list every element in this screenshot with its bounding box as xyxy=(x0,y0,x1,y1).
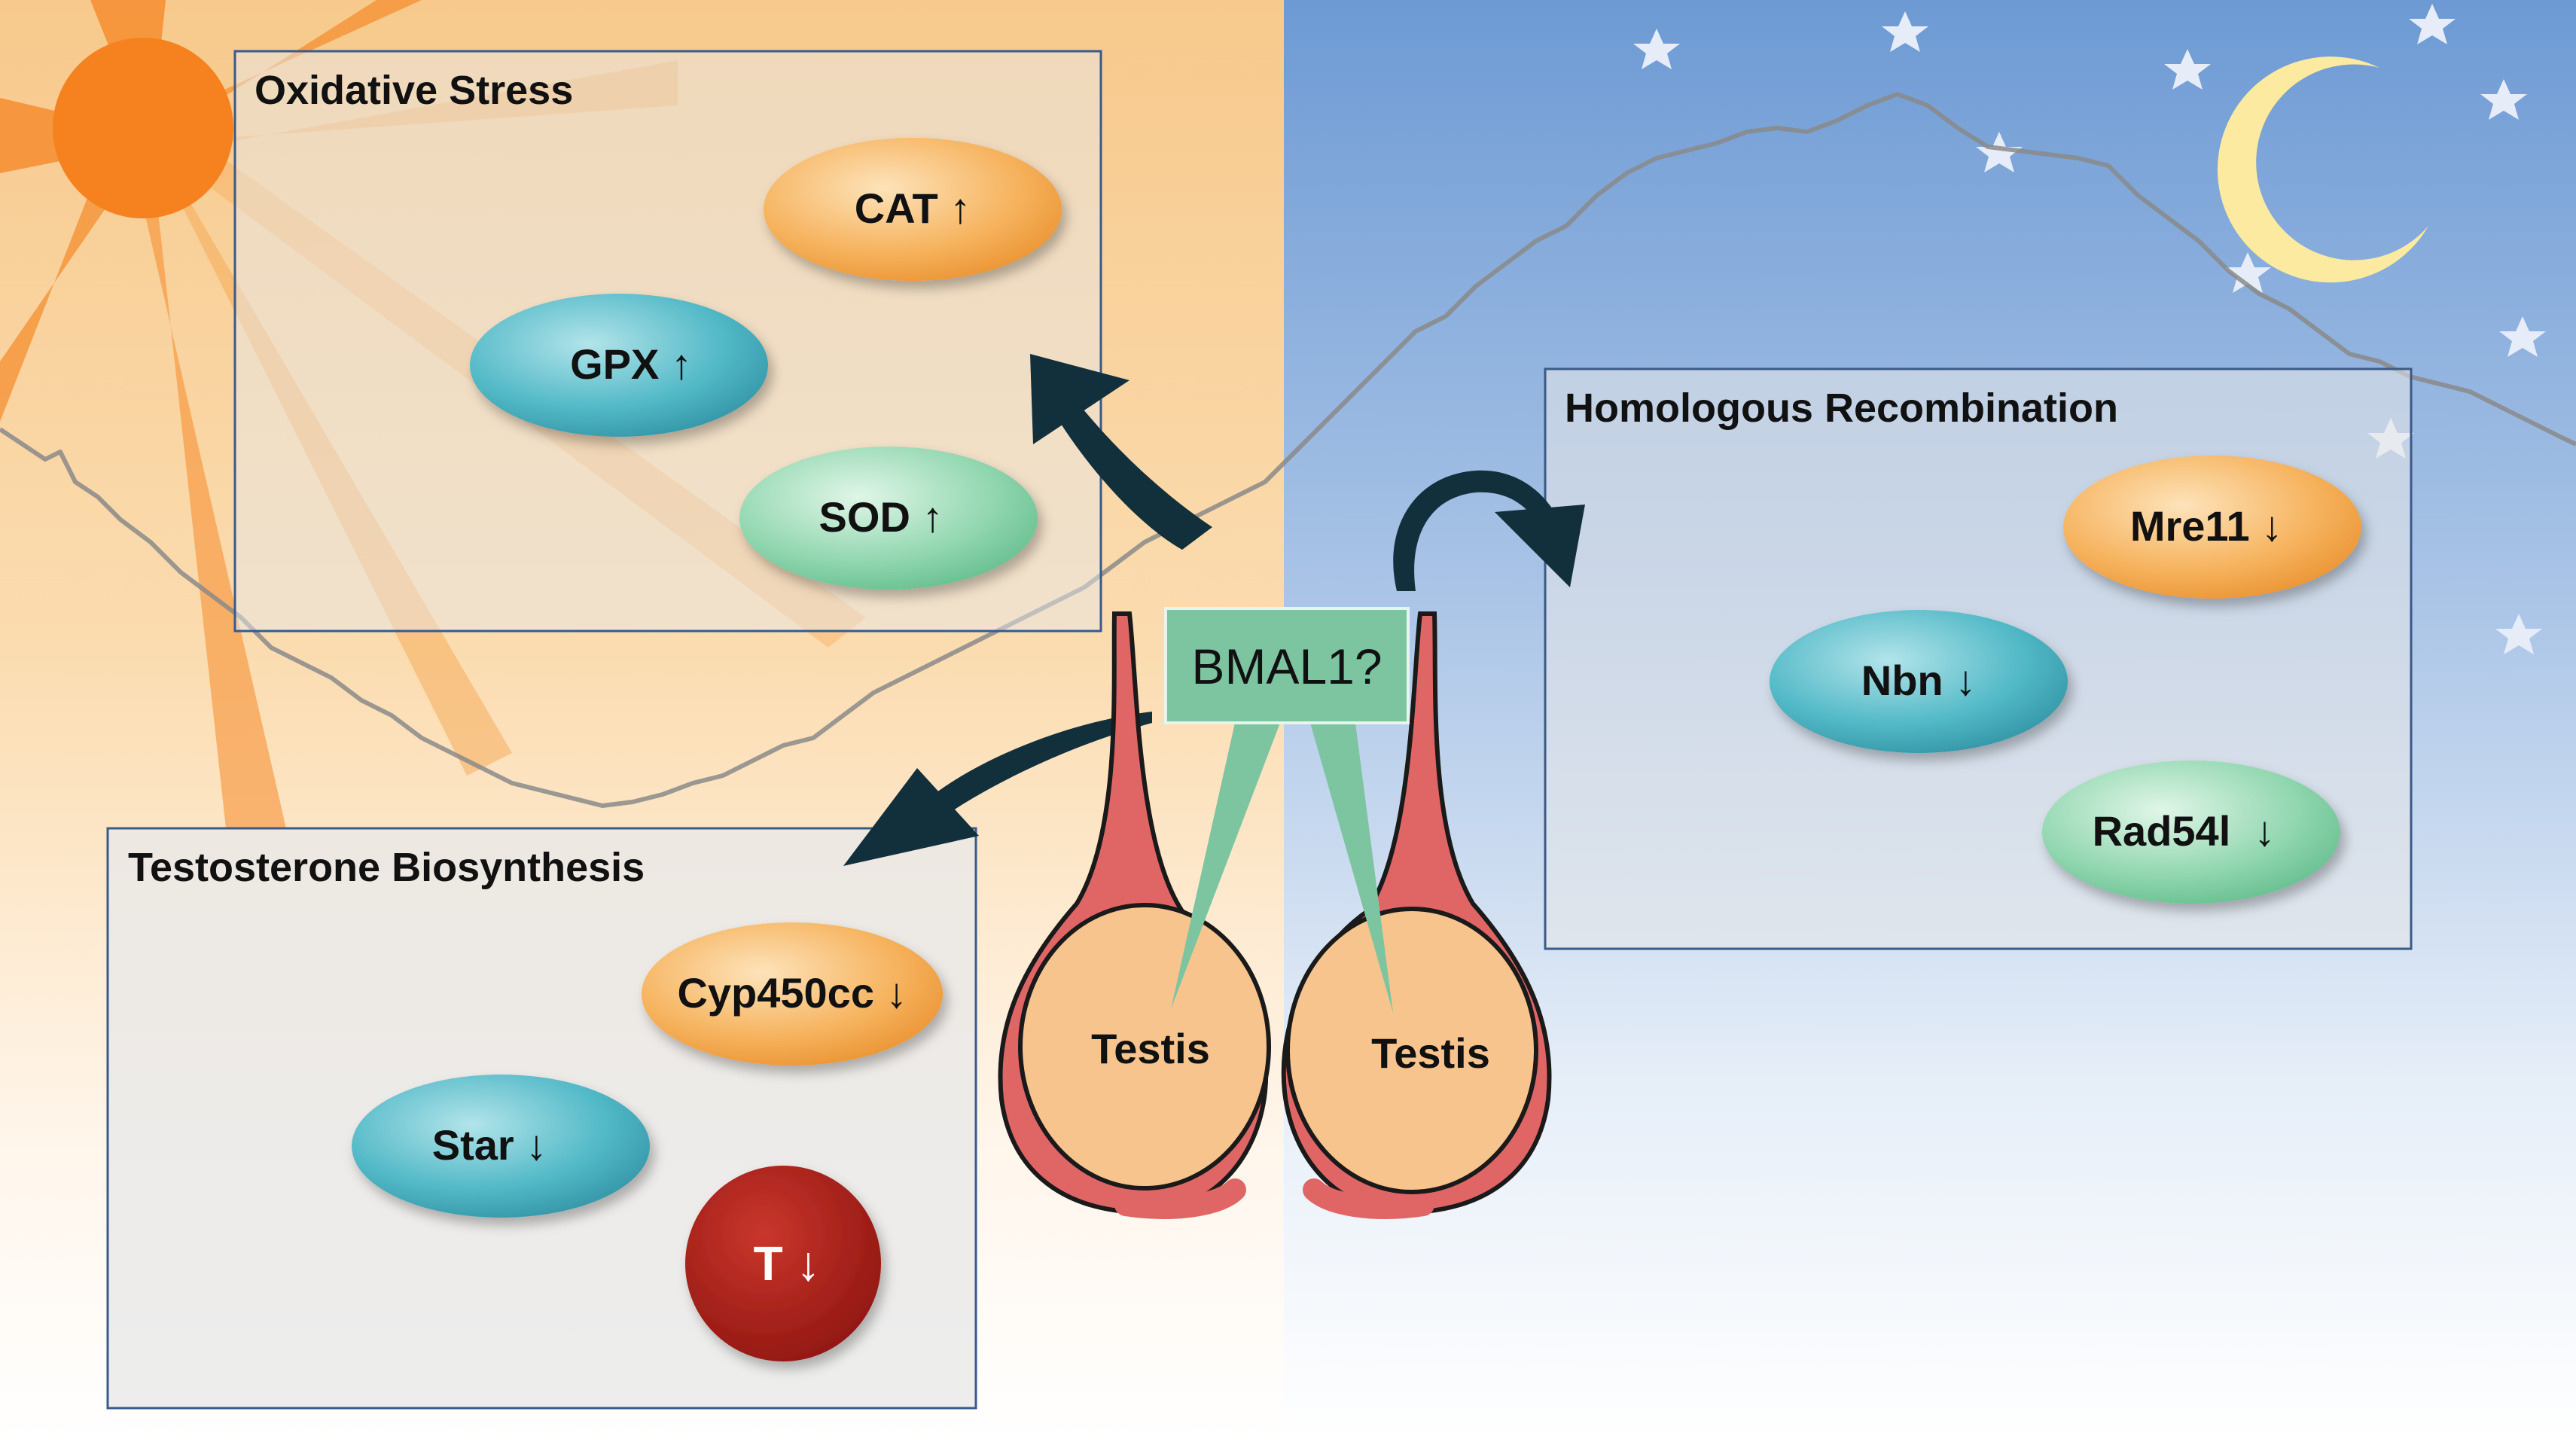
moon-icon xyxy=(2217,56,2428,283)
star-icon xyxy=(2224,252,2271,293)
star-icon xyxy=(2499,316,2546,357)
star-icon xyxy=(2164,49,2211,90)
star-icon xyxy=(1633,29,1680,69)
rad54l-ellipse xyxy=(2042,761,2340,904)
mre11-label: Mre11 ↓ xyxy=(2130,502,2282,550)
rad54l-label: Rad54l ↓ xyxy=(2093,807,2276,855)
testis-right: Testis xyxy=(1281,611,1552,1219)
star-icon xyxy=(2495,614,2542,654)
star-ellipse xyxy=(352,1075,650,1218)
bmal1-callout: BMAL1? xyxy=(1164,607,1410,1013)
nbn-ellipse xyxy=(1770,610,2068,753)
panel-title-testosterone-biosynthesis: Testosterone Biosynthesis xyxy=(128,845,645,890)
circadian-rhythm-line xyxy=(0,92,2576,808)
gpx-label: GPX ↑ xyxy=(570,340,692,388)
cyp450cc-label: Cyp450cc ↓ xyxy=(677,969,907,1017)
star-icon xyxy=(2480,79,2527,120)
arrow-to-testosterone-biosynthesis xyxy=(843,712,1152,866)
testis-left-label: Testis xyxy=(1091,1025,1210,1072)
bmal1-label: BMAL1? xyxy=(1191,639,1382,694)
star-icon xyxy=(1976,132,2023,172)
testis-left: Testis xyxy=(998,611,1271,1219)
arrow-to-oxidative-stress xyxy=(1030,354,1212,550)
star-icon xyxy=(1882,11,1928,52)
panel-title-oxidative-stress: Oxidative Stress xyxy=(255,68,573,113)
sod-ellipse xyxy=(739,447,1038,590)
cat-ellipse xyxy=(764,138,1062,281)
nbn-label: Nbn ↓ xyxy=(1861,657,1976,704)
panel-title-homologous-recombination: Homologous Recombination xyxy=(1565,386,2118,431)
arrow-to-homologous-recombination xyxy=(1393,470,1585,591)
cyp450cc-ellipse xyxy=(642,922,943,1065)
star-icon xyxy=(2409,4,2456,44)
gpx-ellipse xyxy=(470,294,768,437)
cat-label: CAT ↑ xyxy=(855,184,971,232)
mre11-ellipse xyxy=(2063,456,2361,599)
testis-right-label: Testis xyxy=(1371,1029,1490,1077)
sod-label: SOD ↑ xyxy=(819,493,944,541)
testosterone-label: T ↓ xyxy=(754,1236,821,1291)
star-label: Star ↓ xyxy=(432,1121,547,1169)
testosterone-circle xyxy=(685,1166,881,1361)
